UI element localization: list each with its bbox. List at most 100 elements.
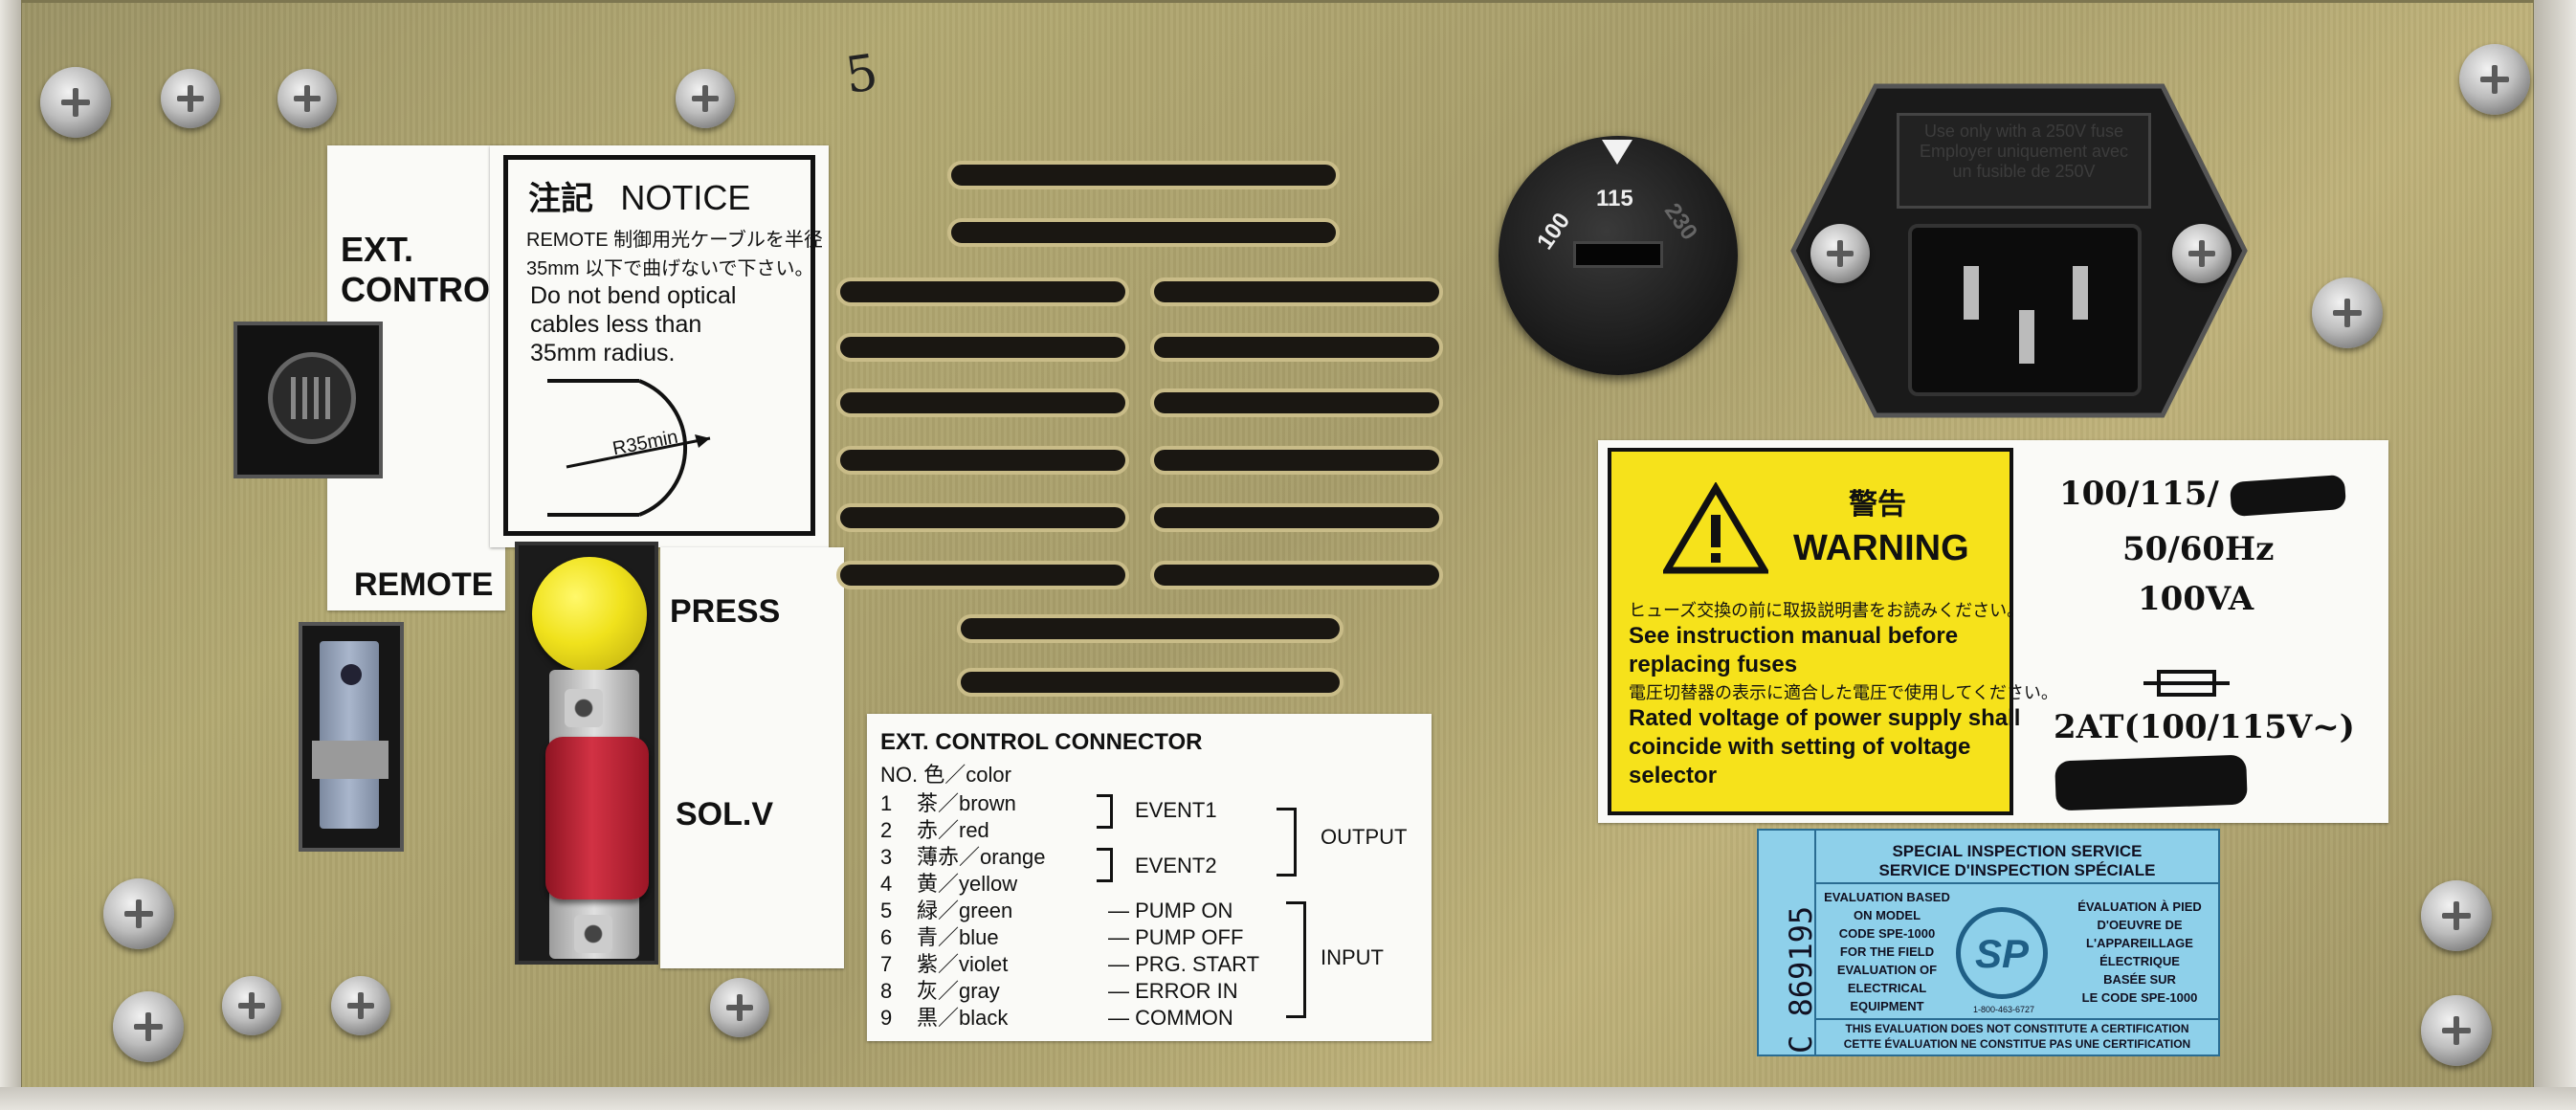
ext-control-title-line2: CONTROL bbox=[341, 270, 511, 309]
remote-optical-connector[interactable] bbox=[299, 622, 404, 852]
notice-en-line3: 35mm radius. bbox=[530, 340, 676, 366]
hex-standoff-icon bbox=[565, 689, 603, 727]
csa-serial-divider bbox=[1814, 831, 1816, 1056]
pin-signal: — ERROR IN bbox=[1108, 979, 1238, 1003]
rating-label: 警告 WARNING ヒューズ交換の前に取扱説明書をお読みください。 See i… bbox=[1598, 440, 2388, 823]
warning-en-line2a: Rated voltage of power supply shall bbox=[1629, 705, 2021, 731]
iec-pin-center bbox=[2019, 310, 2034, 364]
pin-number: 7 bbox=[880, 952, 893, 976]
csa-left-line: EQUIPMENT bbox=[1850, 999, 1924, 1013]
pin-color: 紫／violet bbox=[917, 952, 1009, 976]
csa-header-rule bbox=[1814, 882, 2220, 884]
pin-color: 薄赤／orange bbox=[917, 845, 1046, 869]
pin-number: 9 bbox=[880, 1006, 893, 1030]
csa-right-line: ÉLECTRIQUE bbox=[2099, 954, 2180, 968]
vent-slot bbox=[1150, 561, 1443, 589]
screw-icon bbox=[40, 67, 111, 138]
selector-label-230: 230 bbox=[1658, 198, 1702, 245]
pin-color: 灰／gray bbox=[917, 979, 1000, 1003]
screw-icon bbox=[278, 69, 337, 128]
output-label: OUTPUT bbox=[1321, 825, 1408, 849]
notice-heading: 注記 NOTICE bbox=[528, 172, 750, 219]
selector-label-115: 115 bbox=[1596, 186, 1633, 211]
vent-slot bbox=[1150, 388, 1443, 417]
ext-control-din-socket[interactable] bbox=[233, 322, 383, 478]
notice-text-jp: REMOTE 制御用光ケーブルを半径 35mm 以下で曲げないで下さい。 bbox=[526, 226, 823, 283]
warning-label: 警告 WARNING ヒューズ交換の前に取扱説明書をお読みください。 See i… bbox=[1608, 448, 2058, 815]
optical-port-hole bbox=[341, 664, 362, 685]
selector-arrow-icon bbox=[1602, 140, 1632, 165]
ac-power-inlet[interactable]: Use only with a 250V fuse Employer uniqu… bbox=[1789, 80, 2249, 421]
notice-heading-en: NOTICE bbox=[620, 178, 751, 217]
vent-slot bbox=[1150, 278, 1443, 306]
screw-icon bbox=[331, 976, 390, 1035]
csa-footer-rule bbox=[1814, 1018, 2220, 1020]
csa-inspection-label: C 869195 SPECIAL INSPECTION SERVICE SERV… bbox=[1757, 829, 2220, 1056]
input-bracket bbox=[1286, 901, 1306, 1018]
csa-left-column: EVALUATION BASED ON MODEL CODE SPE-1000 … bbox=[1820, 888, 1954, 1015]
vent-slot bbox=[836, 503, 1129, 532]
rating-voltage: 100/115/ bbox=[2059, 474, 2346, 518]
pin-number: 2 bbox=[880, 818, 893, 842]
inlet-fuse-drawer[interactable]: Use only with a 250V fuse Employer uniqu… bbox=[1897, 113, 2151, 209]
event2-bracket bbox=[1097, 848, 1113, 882]
pin-number: 8 bbox=[880, 979, 893, 1003]
warning-jp-line2: 電圧切替器の表示に適合した電圧で使用してください。 bbox=[1629, 683, 2058, 702]
vent-slot bbox=[836, 333, 1129, 362]
fuse-symbol-icon bbox=[2143, 670, 2230, 697]
vent-slot bbox=[1150, 503, 1443, 532]
csa-right-line: D'OEUVRE DE bbox=[2097, 918, 2183, 932]
iec-socket[interactable] bbox=[1908, 224, 2142, 396]
csa-left-line: ELECTRICAL bbox=[1847, 981, 1927, 995]
redaction-mark bbox=[2054, 754, 2248, 811]
remote-label: REMOTE bbox=[354, 566, 494, 603]
vent-slot bbox=[836, 388, 1129, 417]
selector-slot bbox=[1573, 241, 1663, 268]
screw-icon bbox=[710, 978, 769, 1037]
vent-slot bbox=[947, 218, 1340, 247]
inlet-label-line1: Use only with a 250V fuse bbox=[1923, 122, 2124, 141]
csa-logo-text: SP bbox=[1974, 931, 2030, 976]
iec-pin-right bbox=[2073, 266, 2088, 320]
solv-label: SOL.V bbox=[676, 796, 774, 832]
csa-left-line: FOR THE FIELD bbox=[1839, 944, 1935, 959]
pin-signal: — PUMP ON bbox=[1108, 899, 1233, 922]
press-label: PRESS bbox=[670, 593, 781, 630]
notice-heading-jp: 注記 bbox=[528, 181, 593, 217]
solv-red-cap[interactable] bbox=[545, 737, 649, 899]
redaction-mark bbox=[2229, 474, 2346, 518]
connector-row: 8 灰／gray — ERROR IN bbox=[880, 974, 1238, 1005]
vent-slot bbox=[1150, 446, 1443, 475]
press-solv-label bbox=[660, 547, 844, 968]
notice-jp-line1: REMOTE 制御用光ケーブルを半径 bbox=[526, 230, 823, 251]
notice-en-line1: Do not bend optical bbox=[530, 282, 737, 309]
rating-voltage-text: 100/115/ bbox=[2059, 475, 2219, 513]
screw-icon bbox=[1810, 224, 1870, 283]
csa-footer-en: THIS EVALUATION DOES NOT CONSTITUTE A CE… bbox=[1845, 1022, 2189, 1035]
event1-bracket bbox=[1097, 794, 1113, 829]
pin-number: 1 bbox=[880, 791, 893, 815]
pin-color: 茶／brown bbox=[917, 791, 1016, 815]
csa-title-fr: SERVICE D'INSPECTION SPÉCIALE bbox=[1878, 861, 2156, 879]
right-chassis-edge bbox=[2534, 0, 2576, 1110]
screw-icon bbox=[113, 991, 184, 1062]
csa-footer-fr: CETTE ÉVALUATION NE CONSTITUE PAS UNE CE… bbox=[1843, 1037, 2191, 1051]
warning-en-line1b: replacing fuses bbox=[1629, 652, 1798, 677]
csa-title-en: SPECIAL INSPECTION SERVICE bbox=[1892, 842, 2143, 860]
pin-number: 3 bbox=[880, 845, 893, 869]
pin-number: 6 bbox=[880, 925, 893, 949]
voltage-selector[interactable]: 100 115 230 bbox=[1499, 136, 1738, 375]
vent-slot bbox=[836, 278, 1129, 306]
ext-control-title: EXT. CONTROL bbox=[341, 230, 511, 310]
pin-number: 4 bbox=[880, 872, 893, 896]
csa-right-line: BASÉE SUR bbox=[2103, 972, 2176, 987]
warning-title-jp: 警告 bbox=[1849, 489, 1906, 521]
screw-icon bbox=[2421, 880, 2492, 951]
press-bnc-yellow-cap[interactable] bbox=[532, 557, 647, 672]
csa-right-line: ÉVALUATION À PIED bbox=[2077, 899, 2202, 914]
vent-slot bbox=[947, 161, 1340, 189]
